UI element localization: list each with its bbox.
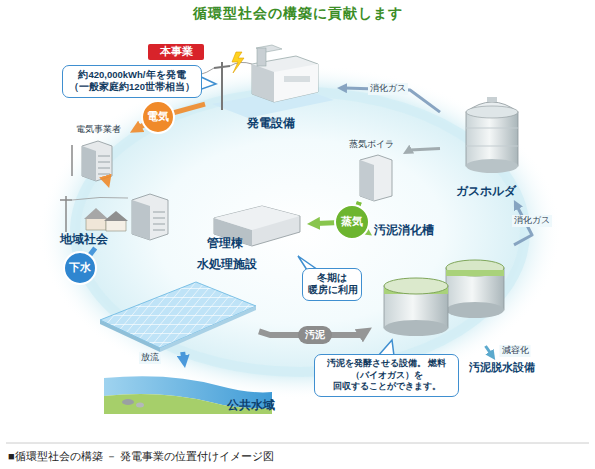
power-plant: [232, 52, 244, 73]
heating-callout: 冬期は 暖房に利用: [302, 268, 362, 301]
digestion-callout: 汚泥を発酵させる設備。 燃料（バイオガス）を 回収することができます。: [314, 354, 459, 397]
gas-holder: [466, 106, 518, 118]
gas-holder: [487, 97, 497, 102]
digestion-tanks: [446, 270, 504, 276]
water-treatment-panel: [100, 320, 160, 352]
power-plant: [274, 64, 318, 102]
facility-label: 公共水域: [102, 398, 275, 413]
water-treatment-panel: [100, 282, 256, 348]
output-callout: 約420,000kWh/年を発電 （一般家庭約120世帯相当）: [62, 65, 202, 98]
digestion-tanks: [384, 278, 448, 294]
water-treatment-panel: [100, 282, 256, 352]
callout-text: 約420,000kWh/年を発電 （一般家庭約120世帯相当）: [68, 69, 196, 94]
flow-connector: [486, 346, 492, 354]
steam-boiler: [360, 160, 374, 201]
steam-boiler: [360, 155, 392, 201]
management-building: [214, 206, 300, 230]
background-ring: [75, 92, 525, 372]
background-ring: [38, 64, 562, 400]
facility-label: 汚泥消化槽: [374, 223, 512, 238]
callout-text: 冬期は 暖房に利用: [308, 272, 356, 297]
utility-building: [82, 146, 96, 181]
callout-text: 本事業: [152, 45, 200, 59]
community-houses: [104, 211, 128, 221]
edge-label: 放流: [139, 352, 161, 364]
community-houses: [60, 199, 72, 201]
flow-connector: [104, 178, 109, 179]
facility-label: 地域社会: [60, 232, 176, 247]
gas-holder: [466, 159, 518, 173]
digestion-tanks: [446, 302, 504, 318]
edge-label: 消化ガス: [368, 83, 408, 95]
edge-label: 汚泥: [298, 326, 332, 344]
digestion-tanks: [446, 260, 504, 276]
utility-node: 電気事業者: [66, 123, 130, 178]
project-tag: 本事業: [148, 44, 204, 60]
power-plant: [257, 48, 266, 66]
boiler-node: 蒸気ボイラ: [338, 138, 404, 202]
power-plant: [252, 64, 274, 102]
flow-badge: 電気: [141, 100, 175, 134]
community-houses: [72, 197, 128, 200]
community-houses: [65, 196, 67, 232]
river: [136, 403, 144, 408]
digestion-tank-node: 汚泥消化槽: [372, 222, 514, 346]
river: [122, 399, 134, 405]
power-plant: [221, 62, 223, 110]
edge-label: 減容化: [500, 345, 531, 357]
flow-connector: [409, 148, 440, 150]
dewatering-node: 汚泥脱水設備: [460, 360, 544, 380]
water-treatment-panel: [160, 306, 256, 352]
facility-label: 汚泥脱水設備: [462, 361, 542, 375]
facility-label: ガスホルダ: [442, 184, 530, 199]
gas-holder-node: ガスホルダ: [440, 92, 532, 200]
community-houses: [132, 200, 150, 240]
water-treatment-node: 水処理施設: [92, 256, 259, 352]
public-water-node: 公共水域: [100, 368, 277, 414]
flow-badge: 蒸気: [334, 204, 370, 240]
background-ring: [38, 64, 562, 400]
callout-text: 汚泥を発酵させる設備。 燃料（バイオガス）を 回収することができます。: [320, 358, 453, 393]
community-houses: [132, 194, 168, 240]
utility-building: [82, 141, 112, 181]
utility-building: [71, 145, 73, 176]
power-plant: [284, 76, 310, 82]
community-houses: [84, 208, 108, 219]
digestion-tanks: [384, 320, 448, 336]
steam-boiler: [360, 155, 392, 201]
management-building-node: 管理棟: [205, 200, 307, 252]
digestion-tanks: [384, 260, 504, 336]
facility-label: 電気事業者: [68, 124, 128, 136]
diagram-caption: ■循環型社会の構築 － 発電事業の位置付けイメージ図: [8, 449, 274, 464]
utility-building: [72, 141, 112, 181]
edge-label: 消化ガス: [512, 215, 552, 227]
gas-holder: [466, 97, 518, 173]
diagram-title: 循環型社会の構築に貢献します: [0, 5, 595, 23]
community-node: 地域社会: [58, 188, 178, 248]
caption-rule: [6, 443, 589, 444]
callout-tails: [199, 76, 394, 356]
flow-badge: 下水: [63, 251, 97, 285]
facility-label: 管理棟: [207, 236, 305, 251]
gas-holder: [466, 128, 518, 146]
gas-holder: [466, 112, 518, 166]
facility-label: 発電設備: [207, 116, 335, 131]
facility-label: 水処理施設: [94, 257, 257, 272]
power-plant: [214, 66, 230, 68]
power-plant-node: 発電設備: [205, 40, 337, 132]
facility-label: 蒸気ボイラ: [340, 139, 402, 151]
community-houses: [153, 212, 165, 230]
utility-building: [98, 156, 110, 174]
flow-connector: [183, 352, 184, 359]
